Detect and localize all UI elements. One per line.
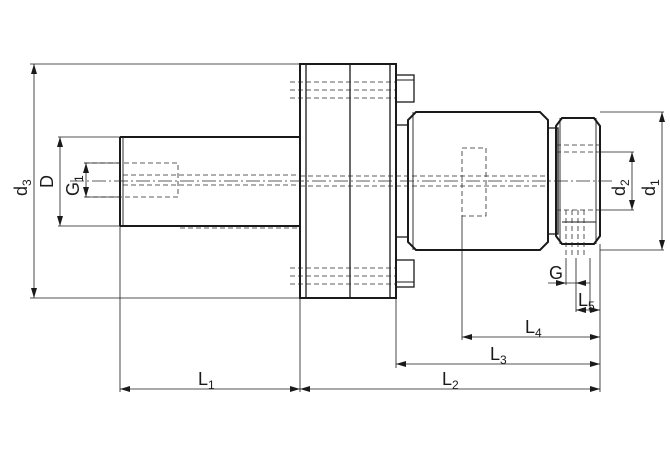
- label-d1: d1: [639, 179, 662, 196]
- label-L2: L2: [442, 369, 459, 392]
- label-G: G: [549, 263, 563, 283]
- label-L1: L1: [198, 369, 215, 392]
- dimension-lines: [31, 64, 665, 392]
- label-G1: G1: [63, 175, 86, 196]
- label-L4: L4: [525, 317, 542, 340]
- label-d3: d3: [11, 179, 34, 196]
- extension-lines: [30, 63, 664, 392]
- label-L5: L5: [578, 290, 595, 313]
- label-D: D: [37, 175, 57, 188]
- label-L3: L3: [490, 344, 507, 367]
- label-d2: d2: [609, 179, 632, 196]
